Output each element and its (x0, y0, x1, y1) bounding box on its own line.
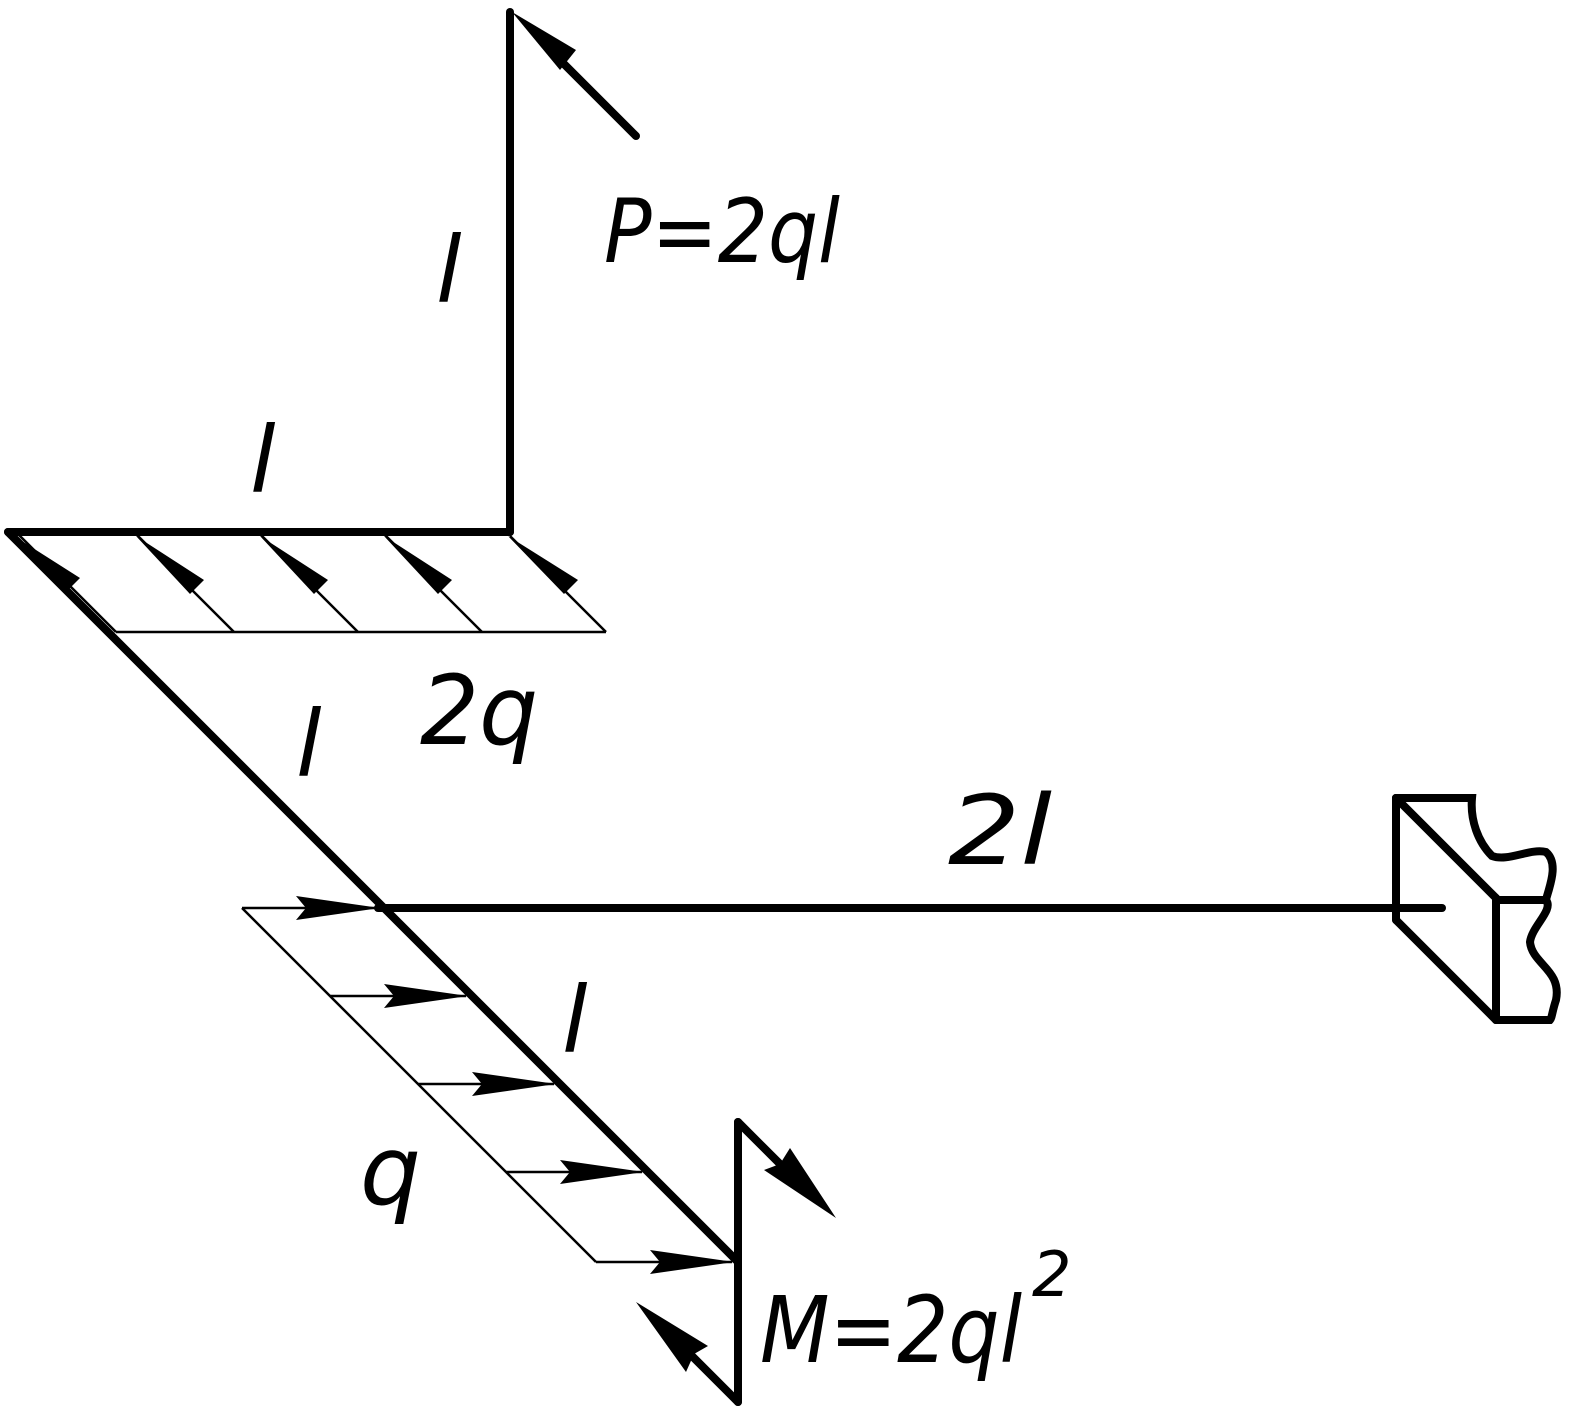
label-length-vertical: l (436, 217, 462, 324)
distributed-load-2q (14, 531, 607, 634)
label-length-diagonal-upper: l (296, 691, 322, 798)
label-moment-exponent: 2 (1032, 1238, 1071, 1311)
force-p-arrow (512, 12, 640, 140)
label-load-2q: 2q (420, 655, 538, 767)
member-diagonal (4, 528, 742, 1266)
label-load-q: q (360, 1115, 421, 1227)
label-length-2l: 2l (948, 775, 1052, 887)
label-force-p: P=2ql (604, 180, 840, 283)
label-length-diagonal-lower: l (562, 967, 588, 1074)
label-moment-m: M=2ql (760, 1277, 1022, 1384)
distributed-load-q (241, 896, 734, 1274)
moment-m-symbol (636, 1118, 836, 1406)
fixed-support (1392, 794, 1561, 1024)
label-length-top: l (250, 407, 276, 514)
